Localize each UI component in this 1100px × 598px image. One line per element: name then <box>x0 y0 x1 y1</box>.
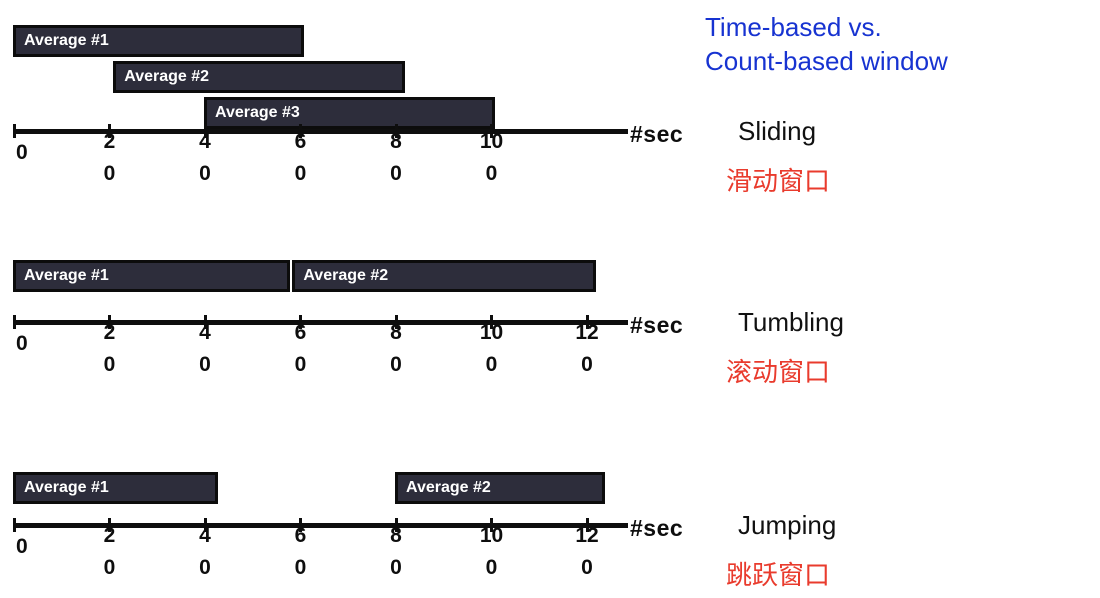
tick-digit-top: 6 <box>294 130 307 153</box>
tick-digit-top: 12 <box>575 524 599 547</box>
tick-digit-top: 4 <box>199 321 211 344</box>
window-type-chinese-label: 滑动窗口 <box>726 166 831 196</box>
tick-digit-bottom: 0 <box>485 162 498 185</box>
tick-digit-top: 2 <box>103 130 116 153</box>
axis-tick-label-origin: 0 <box>16 535 28 558</box>
tick-digit-bottom: 0 <box>485 353 498 376</box>
tick-digit-top: 10 <box>479 321 504 344</box>
tick-digit-top: 10 <box>479 524 504 547</box>
window-bar: Average #1 <box>13 472 219 504</box>
tick-digit-bottom: 0 <box>199 556 211 579</box>
time-axis <box>13 523 628 528</box>
tick-digit-top: 6 <box>294 524 307 547</box>
window-bar: Average #1 <box>13 25 305 57</box>
window-type-chinese-label: 滚动窗口 <box>726 357 831 387</box>
diagram-title: Time-based vs. Count-based window <box>705 10 948 78</box>
window-bar-label: Average #1 <box>24 32 109 49</box>
window-bar-label: Average #2 <box>303 267 389 284</box>
window-bar: Average #2 <box>113 61 405 93</box>
tick-digit-bottom: 0 <box>390 162 402 185</box>
window-type-label: Sliding <box>738 116 817 146</box>
window-bar-label: Average #2 <box>406 479 491 496</box>
title-line-1: Time-based vs. <box>705 12 882 42</box>
tick-digit-top: 8 <box>390 524 402 547</box>
tick-digit-top: 12 <box>575 321 599 344</box>
axis-tick-label-origin: 0 <box>16 332 28 355</box>
window-bar-label: Average #2 <box>124 68 210 85</box>
tick-digit-bottom: 0 <box>103 353 116 376</box>
tick-digit-bottom: 0 <box>103 162 116 185</box>
tick-digit-top: 10 <box>479 130 504 153</box>
window-bar: Average #2 <box>395 472 606 504</box>
tick-digit-bottom: 0 <box>199 353 211 376</box>
window-bar-label: Average #1 <box>24 267 109 284</box>
tick-digit-bottom: 0 <box>294 353 307 376</box>
time-axis <box>13 320 628 325</box>
window-bar: Average #3 <box>204 97 496 129</box>
window-type-chinese-label: 跳跃窗口 <box>726 560 831 590</box>
tick-digit-bottom: 0 <box>581 556 593 579</box>
tick-digit-top: 8 <box>390 130 402 153</box>
window-bar: Average #1 <box>13 260 290 292</box>
window-bar-label: Average #3 <box>215 104 300 121</box>
axis-unit-label: #sec <box>630 121 684 147</box>
window-type-label: Jumping <box>738 510 837 540</box>
tick-digit-top: 6 <box>294 321 307 344</box>
tick-digit-top: 2 <box>103 524 116 547</box>
tick-digit-top: 4 <box>199 524 211 547</box>
window-bar-label: Average #1 <box>24 479 109 496</box>
tick-digit-top: 4 <box>199 130 211 153</box>
tick-digit-bottom: 0 <box>390 556 402 579</box>
tick-digit-bottom: 0 <box>103 556 116 579</box>
tick-digit-top: 8 <box>390 321 402 344</box>
axis-tick-label-origin: 0 <box>16 141 28 164</box>
tick-digit-bottom: 0 <box>390 353 402 376</box>
tick-digit-bottom: 0 <box>199 162 211 185</box>
tick-digit-top: 2 <box>103 321 116 344</box>
tick-digit-bottom: 0 <box>581 353 593 376</box>
tick-digit-bottom: 0 <box>485 556 498 579</box>
tick-digit-bottom: 0 <box>294 556 307 579</box>
title-line-2: Count-based window <box>705 46 948 76</box>
axis-unit-label: #sec <box>630 515 684 541</box>
window-type-label: Tumbling <box>738 307 844 337</box>
axis-unit-label: #sec <box>630 312 684 338</box>
time-axis <box>13 129 628 134</box>
tick-digit-bottom: 0 <box>294 162 307 185</box>
window-bar: Average #2 <box>292 260 596 292</box>
